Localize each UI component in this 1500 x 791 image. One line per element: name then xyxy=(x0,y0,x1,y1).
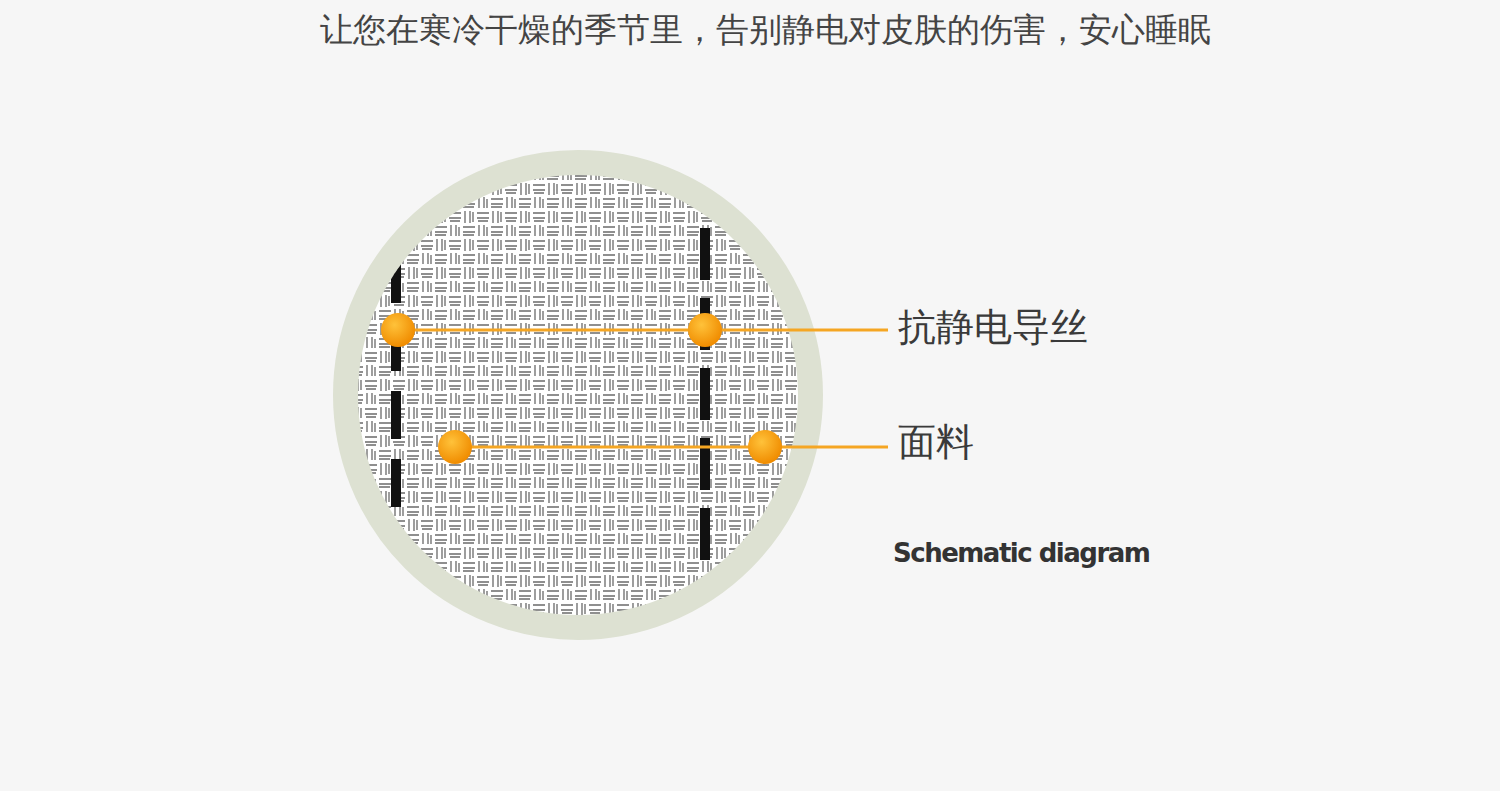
callout-label: 面料 xyxy=(898,417,974,468)
lens-ring xyxy=(346,163,810,627)
caption: Schematic diagram xyxy=(893,538,1149,568)
leader-lines xyxy=(381,313,888,464)
conductive-threads xyxy=(396,228,705,570)
heading: 让您在寒冷干燥的季节里，告别静电对皮肤的伤害，安心睡眠 xyxy=(320,8,1211,53)
fabric-texture xyxy=(358,175,798,615)
callout-label: 抗静电导丝 xyxy=(898,302,1088,353)
